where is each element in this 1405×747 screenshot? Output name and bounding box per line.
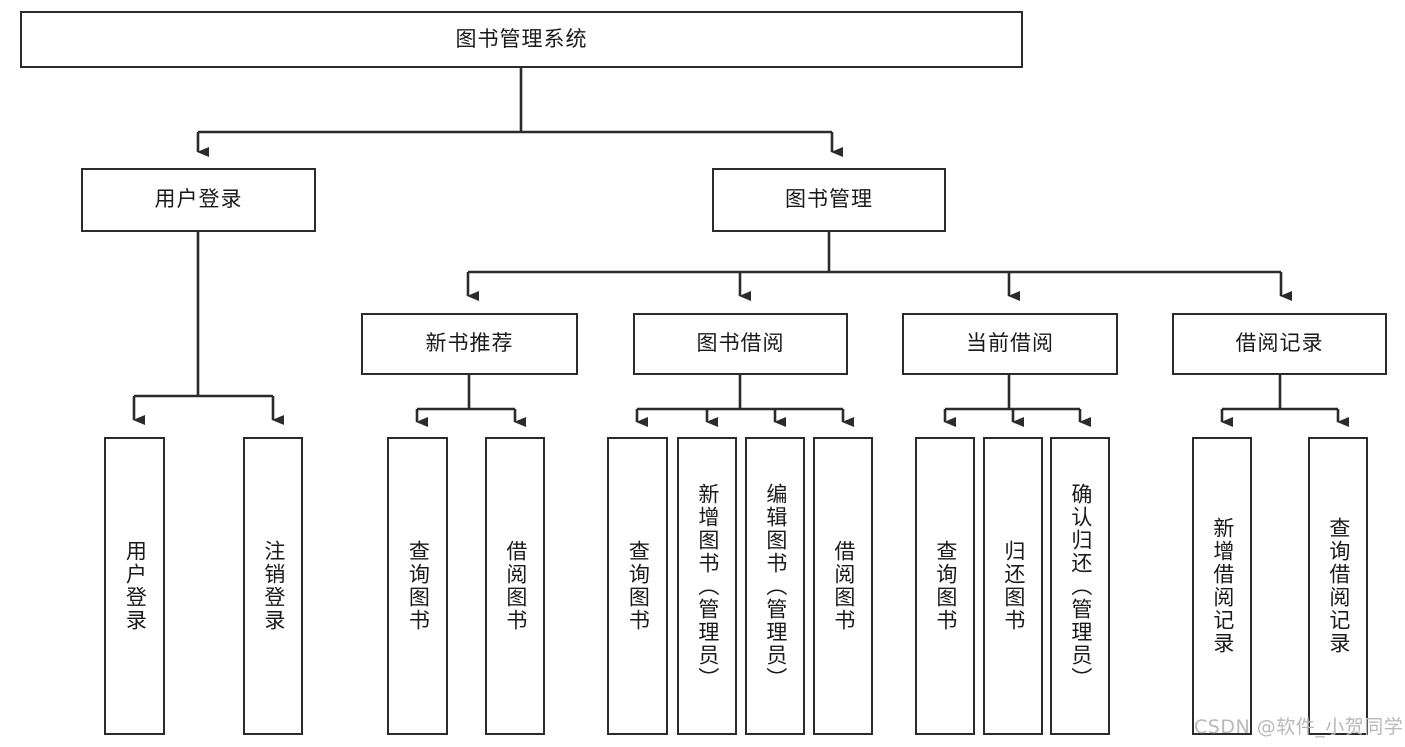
node-user-login-label: 用户登录 — [154, 187, 243, 212]
leaf-query-book-borrow-label: 查询图书 — [626, 540, 651, 632]
leaf-query-borrow-record-label: 查询借阅记录 — [1326, 517, 1351, 655]
node-borrow-record[interactable]: 借阅记录 — [1172, 313, 1387, 375]
leaf-edit-book-admin[interactable]: 编辑图书（管理员） — [745, 437, 805, 735]
leaf-confirm-return-admin-label: 确认归还（管理员） — [1068, 482, 1093, 690]
leaf-logout-label: 注销登录 — [261, 540, 286, 632]
leaf-query-book-borrow[interactable]: 查询图书 — [607, 437, 668, 735]
node-book-management[interactable]: 图书管理 — [712, 168, 946, 232]
leaf-confirm-return-admin[interactable]: 确认归还（管理员） — [1050, 437, 1110, 735]
leaf-borrow-book-newbook-label: 借阅图书 — [503, 540, 528, 632]
leaf-add-book-admin-label: 新增图书（管理员） — [695, 482, 720, 690]
leaf-query-book-current[interactable]: 查询图书 — [915, 437, 975, 735]
leaf-return-book-label: 归还图书 — [1001, 540, 1026, 632]
leaf-borrow-book[interactable]: 借阅图书 — [813, 437, 873, 735]
node-new-book-recommend[interactable]: 新书推荐 — [361, 313, 578, 375]
node-new-book-recommend-label: 新书推荐 — [425, 331, 514, 356]
leaf-user-login[interactable]: 用户登录 — [104, 437, 165, 735]
leaf-logout[interactable]: 注销登录 — [243, 437, 303, 735]
leaf-query-book-current-label: 查询图书 — [933, 540, 958, 632]
leaf-add-book-admin[interactable]: 新增图书（管理员） — [677, 437, 737, 735]
leaf-add-borrow-record-label: 新增借阅记录 — [1210, 517, 1235, 655]
leaf-add-borrow-record[interactable]: 新增借阅记录 — [1192, 437, 1252, 735]
node-current-borrow-label: 当前借阅 — [966, 331, 1054, 356]
leaf-query-book-newbook[interactable]: 查询图书 — [387, 437, 448, 735]
leaf-borrow-book-label: 借阅图书 — [831, 540, 856, 632]
node-borrow-record-label: 借阅记录 — [1235, 331, 1324, 356]
node-root-label: 图书管理系统 — [455, 26, 588, 51]
leaf-edit-book-admin-label: 编辑图书（管理员） — [763, 482, 788, 690]
leaf-borrow-book-newbook[interactable]: 借阅图书 — [485, 437, 545, 735]
leaf-query-borrow-record[interactable]: 查询借阅记录 — [1308, 437, 1368, 735]
node-root[interactable]: 图书管理系统 — [20, 11, 1023, 68]
leaf-return-book[interactable]: 归还图书 — [983, 437, 1043, 735]
node-book-management-label: 图书管理 — [785, 187, 873, 212]
node-current-borrow[interactable]: 当前借阅 — [902, 313, 1118, 375]
leaf-user-login-label: 用户登录 — [123, 540, 148, 632]
leaf-query-book-newbook-label: 查询图书 — [406, 540, 431, 632]
node-book-borrow[interactable]: 图书借阅 — [633, 313, 848, 375]
node-user-login[interactable]: 用户登录 — [81, 168, 316, 232]
node-book-borrow-label: 图书借阅 — [696, 331, 785, 356]
